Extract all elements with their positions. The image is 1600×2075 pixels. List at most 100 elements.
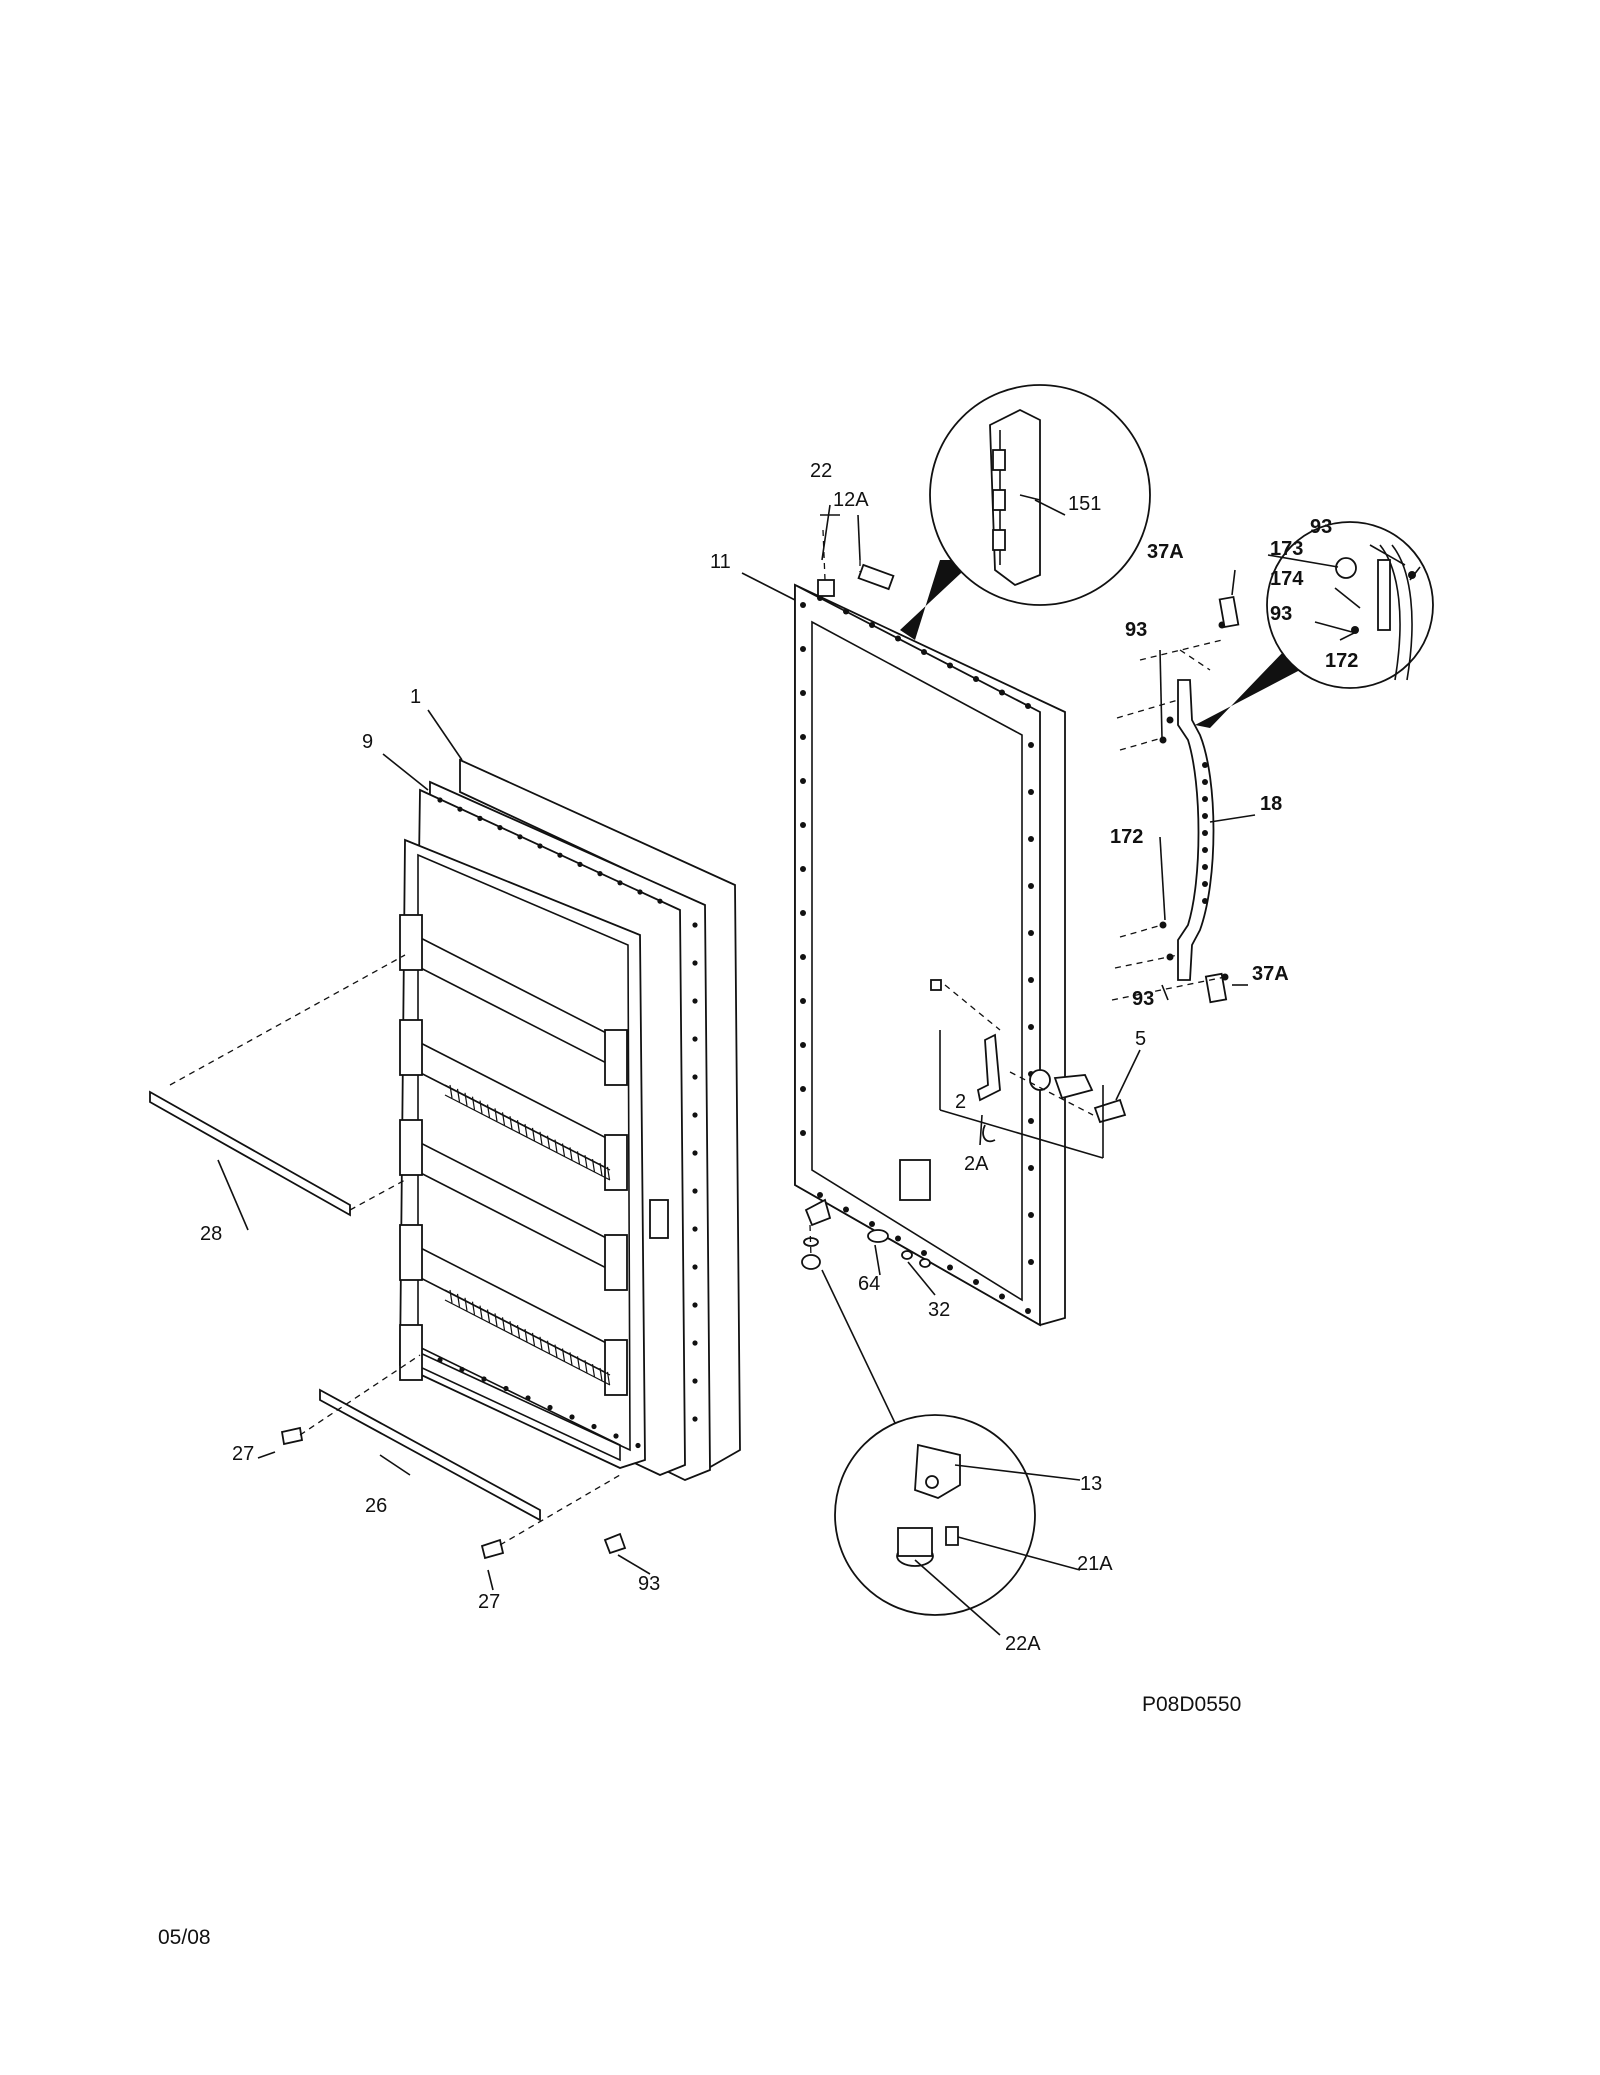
- hole-dot: [1028, 1259, 1034, 1265]
- hole-dot: [1202, 847, 1208, 853]
- hole-dot: [459, 1366, 465, 1373]
- label-28: 28: [200, 1223, 222, 1245]
- detail-label-93-mid: 93: [1270, 603, 1292, 625]
- hole-dot: [1028, 977, 1034, 983]
- hole-dot: [843, 1206, 849, 1213]
- hole-dot: [1202, 898, 1208, 904]
- rack-wire: [539, 1131, 543, 1145]
- hole-dot: [947, 662, 953, 669]
- door-liner-assembly: [399, 758, 741, 1481]
- hole-dot: [692, 1302, 698, 1308]
- hole-dot: [1028, 930, 1034, 936]
- detail-label-174: 174: [1270, 568, 1304, 590]
- rack-wire: [599, 1162, 603, 1177]
- hole-dot: [1025, 1308, 1031, 1314]
- hole-dot: [503, 1385, 509, 1392]
- rack-wire: [576, 1151, 581, 1165]
- hole-dot: [1028, 883, 1034, 889]
- hole-dot: [800, 866, 806, 872]
- hole-dot: [692, 1226, 698, 1232]
- hole-dot: [895, 1235, 901, 1242]
- rack-wire: [554, 1139, 558, 1153]
- rack-wire: [576, 1356, 581, 1370]
- label-93-handle-top: 93: [1125, 619, 1147, 641]
- hole-dot: [800, 602, 806, 608]
- hole-dot: [1202, 864, 1208, 870]
- rack-wire: [599, 1367, 603, 1382]
- hole-dot: [869, 622, 875, 628]
- rack-wire: [531, 1332, 536, 1346]
- hole-dot: [1202, 830, 1208, 836]
- label-5: 5: [1135, 1028, 1146, 1050]
- rack-wire: [561, 1143, 566, 1157]
- hole-dot: [800, 998, 806, 1004]
- rack-wire: [591, 1159, 596, 1173]
- hole-dot: [692, 998, 698, 1004]
- hole-dot: [692, 1378, 698, 1384]
- diagram-code: P08D0550: [1142, 1693, 1242, 1716]
- label-93-handle-bot: 93: [1132, 988, 1154, 1010]
- hole-dot: [1159, 921, 1167, 929]
- label-18: 18: [1260, 793, 1282, 815]
- hole-dot: [973, 676, 979, 682]
- rack-wire: [471, 1096, 476, 1110]
- hole-dot: [1028, 789, 1034, 795]
- door-handle: [1159, 595, 1240, 1004]
- hole-dot: [800, 822, 806, 828]
- outer-door-panel: [794, 583, 1066, 1327]
- hole-dot: [947, 1264, 953, 1271]
- hole-dot: [547, 1404, 553, 1411]
- rack-wire: [606, 1166, 611, 1180]
- hole-dot: [481, 1376, 487, 1382]
- label-1: 1: [410, 686, 421, 708]
- rack-wire: [524, 1328, 528, 1343]
- hole-dot: [692, 1416, 698, 1422]
- label-21a: 21A: [1077, 1553, 1113, 1575]
- hole-dot: [800, 910, 806, 916]
- hole-dot: [1028, 1212, 1034, 1218]
- hole-dot: [973, 1279, 979, 1285]
- rack-wire: [606, 1371, 611, 1385]
- rack-wire: [464, 1297, 468, 1311]
- hole-dot: [692, 1074, 698, 1080]
- hole-dot: [800, 646, 806, 652]
- hole-dot: [692, 1188, 698, 1194]
- hole-dot: [869, 1221, 875, 1227]
- hole-dot: [692, 1150, 698, 1156]
- hole-dot: [921, 649, 927, 655]
- rack-wire: [494, 1313, 498, 1327]
- hole-dot: [437, 797, 443, 803]
- label-22a: 22A: [1005, 1633, 1041, 1655]
- rack-wire: [449, 1084, 453, 1099]
- hole-dot: [1202, 813, 1208, 819]
- door-shelves: [399, 914, 628, 1462]
- hole-dot: [1025, 703, 1031, 709]
- label-64: 64: [858, 1273, 880, 1295]
- hole-dot: [577, 861, 583, 868]
- rack-wire: [486, 1309, 491, 1323]
- hole-dot: [569, 1414, 575, 1420]
- hole-dot: [613, 1433, 619, 1439]
- label-2: 2: [955, 1091, 966, 1113]
- hole-dot: [800, 954, 806, 960]
- label-22: 22: [810, 460, 832, 482]
- detail-hinge-bottom-circle: [834, 1414, 1036, 1616]
- detail-label-93-top: 93: [1310, 516, 1332, 538]
- hole-dot: [999, 689, 1005, 696]
- rack-wire: [516, 1325, 521, 1339]
- part-labels: 1 9 11 22 12A 151 37A 93 172 18 93 37A 5…: [200, 460, 1358, 1655]
- label-12a: 12A: [833, 489, 869, 511]
- hole-dot: [617, 880, 623, 886]
- rack-wire: [449, 1289, 453, 1304]
- detail-label-172: 172: [1325, 650, 1358, 672]
- hole-dot: [999, 1293, 1005, 1300]
- hole-dot: [800, 1042, 806, 1048]
- hole-dot: [1028, 1118, 1034, 1124]
- hole-dot: [800, 1130, 806, 1136]
- hole-dot: [800, 778, 806, 784]
- hole-dot: [557, 852, 563, 858]
- hole-dot: [921, 1250, 927, 1256]
- hole-dot: [1202, 881, 1208, 887]
- rack-wire: [479, 1305, 483, 1319]
